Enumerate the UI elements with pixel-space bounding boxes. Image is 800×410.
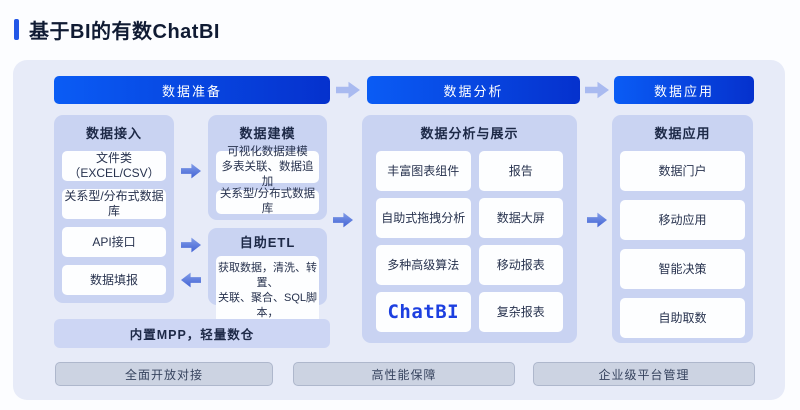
grid-item: 复杂报表: [478, 292, 563, 332]
flow-step-data-analysis: 数据分析: [367, 76, 580, 104]
arrow-right-icon: [587, 212, 607, 228]
list-item: 文件类（EXCEL/CSV）: [62, 151, 166, 181]
panel-title: 数据接入: [85, 126, 142, 141]
arrow-left-icon: [181, 272, 201, 288]
grid-item: 移动报表: [478, 245, 563, 285]
list-item: 数据门户: [620, 151, 745, 191]
badge-open-integration: 全面开放对接: [55, 362, 273, 386]
panel-self-etl: 自助ETL 获取数据，清洗、转置、 关联、聚合、SQL脚本， 多种算子支持: [208, 228, 327, 341]
badge-high-performance: 高性能保障: [293, 362, 515, 386]
list-item: 移动应用: [620, 200, 745, 240]
analysis-grid: 丰富图表组件 报告 自助式拖拽分析 数据大屏 多种高级算法 移动报表 ChatB…: [376, 151, 563, 332]
panel-data-modeling: 数据建模 可视化数据建模 多表关联、数据追加 关系型/分布式数据库: [208, 115, 327, 220]
arrow-right-icon: [181, 237, 201, 253]
panel-title: 自助ETL: [239, 235, 296, 250]
grid-item: 丰富图表组件: [376, 151, 471, 191]
flow-step-label: 数据准备: [161, 83, 222, 99]
panel-title: 数据建模: [239, 126, 296, 141]
chatbi-logo: ChatBI: [376, 292, 471, 332]
list-item: 自助取数: [620, 298, 745, 338]
flow-step-label: 数据分析: [443, 83, 504, 99]
panel-analysis-display: 数据分析与展示 丰富图表组件 报告 自助式拖拽分析 数据大屏 多种高级算法 移动…: [362, 115, 577, 343]
page-header: 基于BI的有数ChatBI: [14, 15, 220, 44]
diagram-container: 数据准备 数据分析 数据应用 数据接入 文件类（EXCEL/CSV） 关系型/分…: [13, 60, 785, 400]
grid-item: 数据大屏: [478, 198, 563, 238]
flow-step-data-application: 数据应用: [614, 76, 754, 104]
panel-data-application: 数据应用 数据门户 移动应用 智能决策 自助取数: [612, 115, 753, 343]
mpp-note-bar: 内置MPP，轻量数仓: [54, 319, 330, 348]
panel-title: 数据分析与展示: [420, 126, 519, 141]
flow-arrow-right-icon: [585, 81, 609, 99]
list-item: 数据填报: [62, 265, 166, 295]
grid-item: 报告: [478, 151, 563, 191]
flow-step-label: 数据应用: [653, 83, 714, 99]
grid-item: 多种高级算法: [376, 245, 471, 285]
chatbi-logo-text: ChatBI: [387, 300, 460, 323]
flow-arrow-right-icon: [336, 81, 360, 99]
arrow-right-icon: [181, 163, 201, 179]
arrow-right-icon: [333, 212, 353, 228]
badge-enterprise-platform: 企业级平台管理: [533, 362, 755, 386]
page-title: 基于BI的有数ChatBI: [29, 21, 220, 43]
panel-data-access: 数据接入 文件类（EXCEL/CSV） 关系型/分布式数据库 API接口 数据填…: [54, 115, 174, 303]
grid-item: 自助式拖拽分析: [376, 198, 471, 238]
panel-title: 数据应用: [654, 126, 711, 141]
list-item: 关系型/分布式数据库: [62, 189, 166, 219]
list-item: API接口: [62, 227, 166, 257]
list-item: 关系型/分布式数据库: [216, 188, 319, 215]
list-item: 智能决策: [620, 249, 745, 289]
title-accent-bar: [14, 19, 19, 40]
flow-step-data-preparation: 数据准备: [54, 76, 330, 104]
list-item: 可视化数据建模 多表关联、数据追加: [216, 146, 319, 188]
